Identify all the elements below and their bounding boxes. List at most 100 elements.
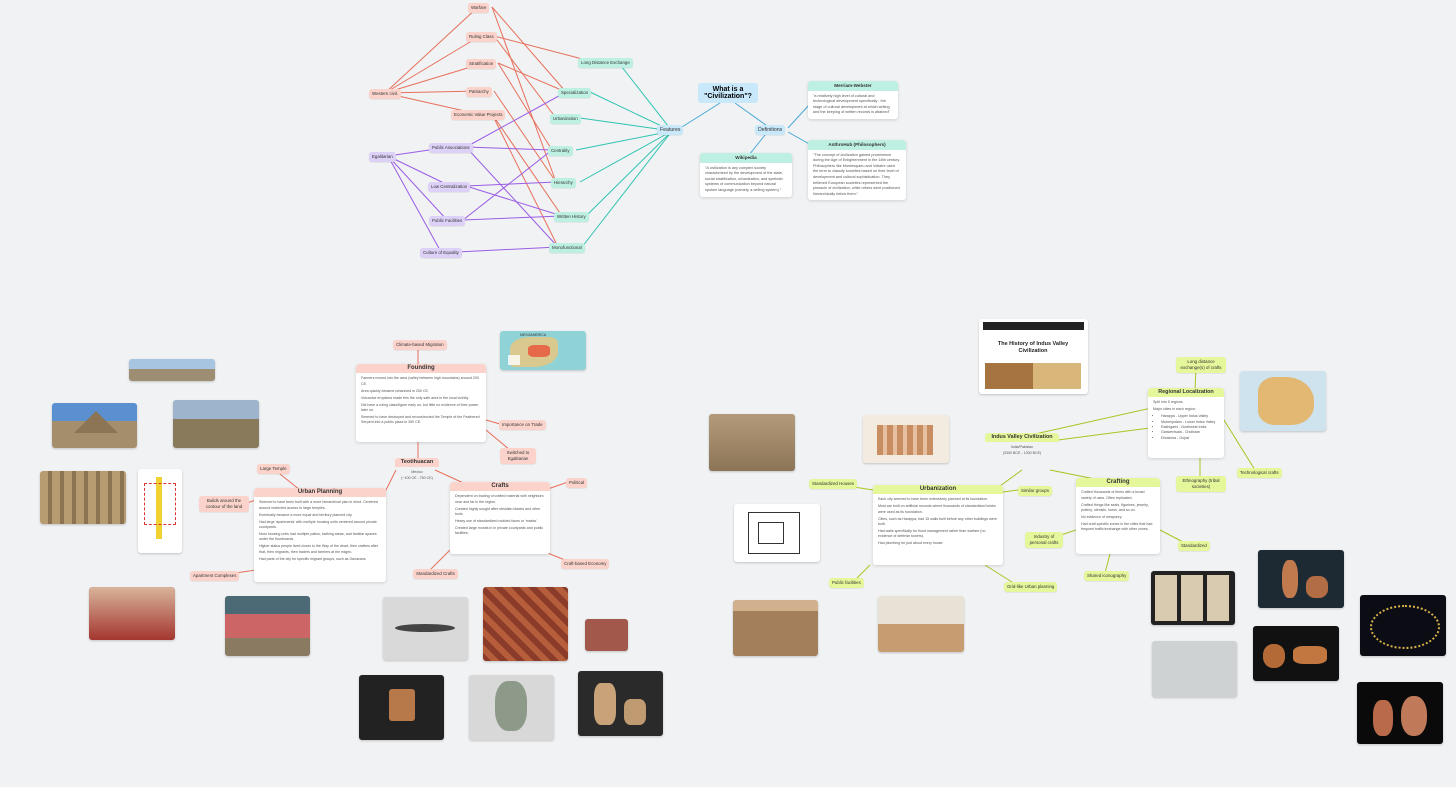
tag-standardized-crafts[interactable]: Standardized Crafts xyxy=(413,569,458,579)
tag-large-temple[interactable]: Large Temple xyxy=(257,464,290,474)
seals-image[interactable] xyxy=(1151,571,1235,625)
crafts-item: Created highly sought after obsidian bla… xyxy=(455,506,541,517)
urbanization-title: Urbanization xyxy=(873,485,1003,495)
urbanization-item: Had walls specifically for flood managem… xyxy=(878,528,986,539)
tag-label: Climate-based Migration xyxy=(396,342,444,347)
definition-wikipedia[interactable]: Wikipedia "A civilization is any complex… xyxy=(700,153,792,197)
painted-fragment-image[interactable] xyxy=(585,619,628,651)
connector-line xyxy=(1002,489,1019,493)
feature-hierarchy[interactable]: Hierarchy xyxy=(551,178,576,188)
features-edge xyxy=(579,117,673,132)
indus-doc-thumbnail[interactable]: The History of Indus Valley Civilization xyxy=(979,319,1088,394)
apartment-aerial-image[interactable] xyxy=(89,587,175,640)
definition-title: Merriam-Webster xyxy=(808,81,898,91)
feature-patriarchy[interactable]: Patriarchy xyxy=(466,87,492,97)
tag-label: Similar groups xyxy=(1021,488,1050,493)
feature-written-history[interactable]: Written History xyxy=(554,212,589,222)
feature-ruling-class[interactable]: Ruling Class xyxy=(466,32,497,42)
feature-urbanization[interactable]: Urbanization xyxy=(550,114,581,124)
western-civil-hub[interactable]: Western civil. xyxy=(369,89,402,99)
egalitarian-hub[interactable]: Egalitarian xyxy=(369,152,396,162)
citadel-drawing-image[interactable] xyxy=(863,415,949,463)
regional-intro: Split into 5 regions. xyxy=(1153,400,1184,405)
indus-map-image[interactable] xyxy=(1240,371,1326,431)
tag-public-facilities[interactable]: Public facilities xyxy=(829,578,864,588)
feature-public-facilities[interactable]: Public Facilities xyxy=(429,216,466,226)
indus-center[interactable]: Indus Valley Civilization India/Pakistan… xyxy=(985,433,1059,471)
definition-merriam-webster[interactable]: Merriam-Webster "a relatively high level… xyxy=(808,81,898,119)
tag-standardized[interactable]: Standardized xyxy=(1178,541,1210,551)
pottery-image[interactable] xyxy=(1357,682,1443,744)
obsidian-blade-image[interactable] xyxy=(383,597,468,660)
tag-shared-iconography[interactable]: Shared iconography xyxy=(1084,571,1130,581)
tag-political[interactable]: Political xyxy=(566,478,588,488)
tag-technological-crafts[interactable]: Technological crafts xyxy=(1237,468,1282,478)
features-edge xyxy=(585,130,673,217)
connector-line xyxy=(1223,419,1256,471)
cylinder-vessel-image[interactable] xyxy=(359,675,444,740)
tag-switched-egalitarian[interactable]: Switched to Egalitarian xyxy=(500,448,536,464)
feature-public-associations[interactable]: Public Associations xyxy=(429,143,473,153)
figurines-indus-image[interactable] xyxy=(1258,550,1344,608)
urbanization-card[interactable]: Urbanization Each city seemed to have be… xyxy=(873,485,1003,565)
feature-label: Long Distance Exchange xyxy=(581,60,630,65)
regional-card[interactable]: Regional Localization Split into 5 regio… xyxy=(1148,388,1224,458)
definition-title: Wikipedia xyxy=(700,153,792,163)
pyramid-moon-image[interactable] xyxy=(52,403,137,448)
avenue-dead-image[interactable] xyxy=(173,400,259,448)
stone-mask-image[interactable] xyxy=(469,675,554,740)
pyramid-sun-image[interactable] xyxy=(129,359,215,381)
regional-city: Rakhigarhi - Northwest India xyxy=(1161,425,1219,430)
crafts-card[interactable]: Crafts Dependent on trading of crafted m… xyxy=(450,482,550,554)
central-node[interactable]: What is a "Civilization"? xyxy=(698,83,758,103)
features-hub[interactable]: Features xyxy=(657,125,684,135)
ruins-aerial-image[interactable] xyxy=(709,414,795,471)
feature-long-distance-exchange[interactable]: Long Distance Exchange xyxy=(578,58,633,68)
mural-image[interactable] xyxy=(483,587,568,661)
feature-low-centralization[interactable]: Low Centralization xyxy=(428,182,471,192)
teotihuacan-center[interactable]: Teotihuacan Mexico (~100 CE - 750 CE) xyxy=(395,458,439,492)
feature-centrality[interactable]: Centrality xyxy=(548,146,573,156)
tag-climate-migration[interactable]: Climate-based Migration xyxy=(393,340,447,350)
great-bath-image[interactable] xyxy=(733,600,818,656)
tag-similar-groups[interactable]: Similar groups xyxy=(1018,486,1053,496)
tag-ethnography[interactable]: Ethnography (tribal societies) xyxy=(1176,476,1226,492)
founding-item: Did have a ruling class/figure early on,… xyxy=(361,402,479,412)
feature-culture-of-equality[interactable]: Culture of Equality xyxy=(420,248,462,258)
temple-carvings-image[interactable] xyxy=(40,471,126,524)
definition-anthrohub[interactable]: AnthroHub (Philosophers) "The concept of… xyxy=(808,140,906,201)
tag-grid-plan[interactable]: Grid-like Urban planning xyxy=(1004,582,1058,592)
feature-stratification[interactable]: Stratification xyxy=(466,59,497,69)
crafts-item: Dependent on trading of crafted material… xyxy=(455,494,544,504)
bull-toys-image[interactable] xyxy=(1253,626,1339,681)
feature-monofunctional[interactable]: Monofunctional xyxy=(549,243,585,253)
founding-item: Volcanice eruptions made this the only s… xyxy=(361,395,470,400)
founding-card[interactable]: Founding Farmers moved into the area (va… xyxy=(356,364,486,442)
feature-warfare[interactable]: Warfare xyxy=(468,3,490,13)
connector-line xyxy=(999,469,1023,487)
tag-label: Standardized Houses xyxy=(812,481,854,486)
figurines-image[interactable] xyxy=(578,671,663,736)
tag-importance-trade[interactable]: Importance on Trade xyxy=(499,420,546,430)
weights-image[interactable] xyxy=(1152,641,1237,697)
tag-standardized-houses[interactable]: Standardized Houses xyxy=(809,479,857,489)
city-map-image[interactable] xyxy=(734,504,820,562)
urban-planning-card[interactable]: Urban Planning Seemed to have been built… xyxy=(254,488,386,582)
crafting-card[interactable]: Crafting Crafted thousands of items with… xyxy=(1076,478,1160,554)
tag-craft-economy[interactable]: Craft-based Economy xyxy=(561,559,610,569)
definitions-hub[interactable]: Definitions xyxy=(755,125,786,135)
tag-builds-around[interactable]: Builds around the contour of the land xyxy=(199,496,249,512)
museum-image[interactable] xyxy=(878,596,964,652)
city-plan-image[interactable] xyxy=(138,469,182,553)
feature-economic-value-projects[interactable]: Economic Value Projects xyxy=(451,110,506,120)
urban-item: Had large 'apartments' with multiple hou… xyxy=(259,519,377,530)
crafting-item: Crafted thousands of items with a broad … xyxy=(1081,490,1145,500)
feature-specialization[interactable]: Specialization xyxy=(558,88,592,98)
mesoamerica-map-image[interactable]: MESOAMERICA xyxy=(500,331,586,370)
jewelry-image[interactable] xyxy=(1360,595,1446,656)
tag-apartment-complexes[interactable]: Apartment Complexes xyxy=(190,571,240,581)
courtyard-image[interactable] xyxy=(225,596,310,656)
tag-industry-crafts[interactable]: Industry of personal crafts xyxy=(1025,532,1063,548)
tag-long-distance-exchange[interactable]: Long distance exchange(s) of crafts xyxy=(1176,357,1226,373)
